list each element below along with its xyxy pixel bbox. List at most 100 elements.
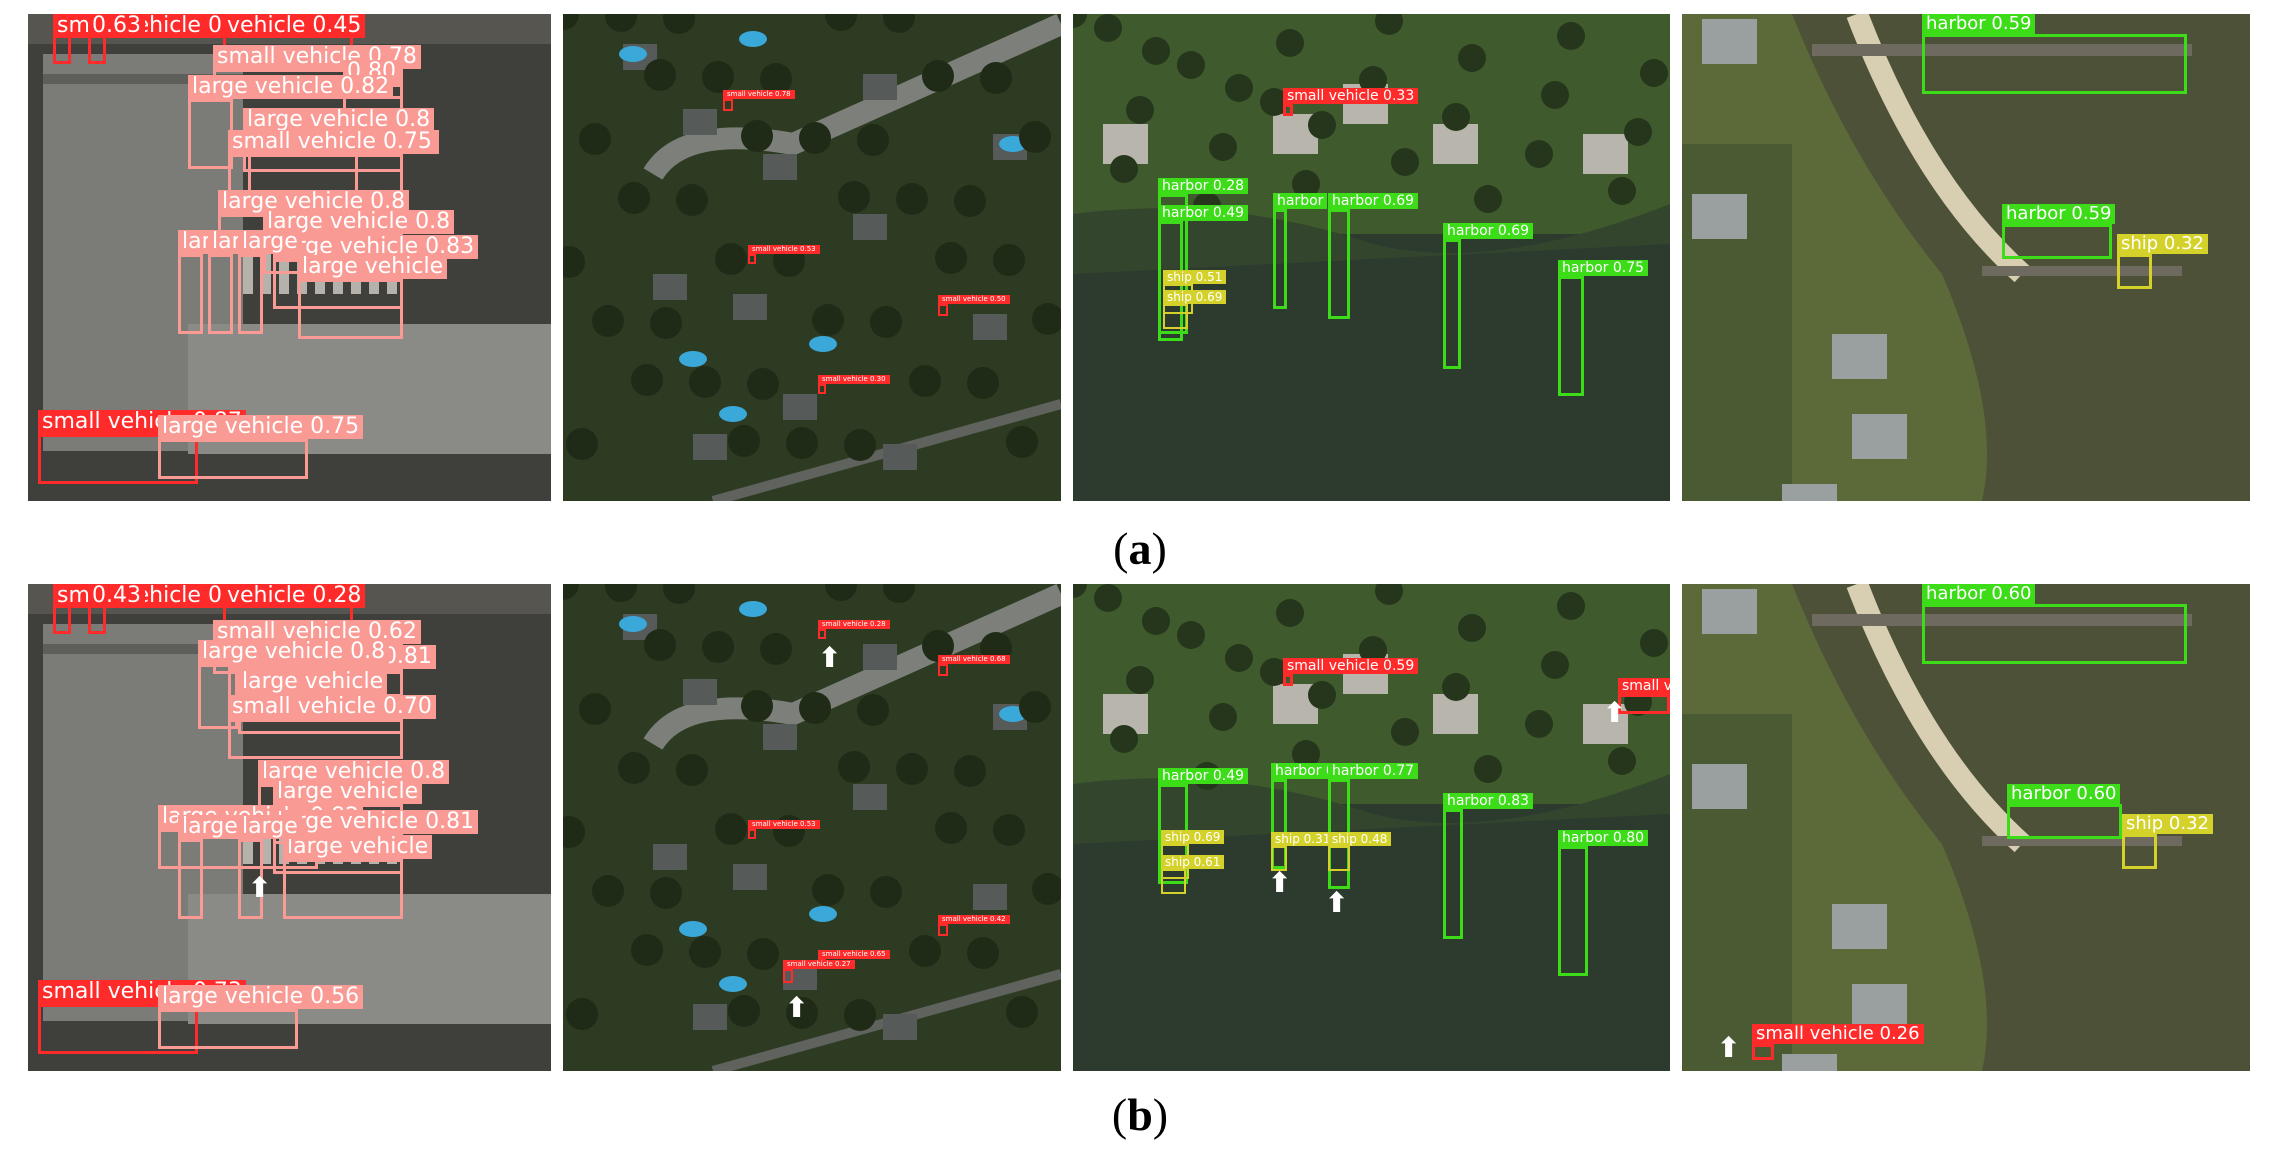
detection-label: ship 0.48 [1328,832,1392,846]
detection-label: harbor 0.75 [1558,260,1649,276]
large-vehicle-detection-box [158,439,308,479]
detection-label: ship 0.69 [1163,290,1227,304]
detection-label: ship 0.51 [1163,270,1227,284]
detection-label: large vehicle [273,780,423,804]
harbor-detection-box [1558,276,1584,396]
large-vehicle-detection-box [178,839,203,919]
small-vehicle-detection-box [38,434,198,484]
caption-b: (b) [1111,1089,1169,1140]
detection-label: large vehicle 0.82 [188,75,394,99]
detection-label: 0.43 [88,584,145,608]
detection-label: small vehicle 0.65 [818,950,890,959]
arrow-up-icon: ⬆ [1717,1031,1741,1064]
detection-label: harbor 0.28 [1158,178,1249,194]
large-vehicle-detection-box [158,1009,298,1049]
detection-label: small vehicle 0.33 [1283,88,1419,104]
pier [1812,614,2192,626]
road [643,584,1061,751]
lake-aerial-scene [1073,584,1670,1071]
detection-label: small vehicle 0.59 [1283,658,1419,674]
small-vehicle-detection-box [938,304,948,316]
detection-label: large vehicle [298,255,448,279]
arrow-up-icon: ⬆ [248,871,272,904]
detection-label: harbor 0.80 [1558,830,1649,846]
large-vehicle-detection-box [283,859,403,919]
detection-label: large vehicle 0.8 [243,108,435,132]
detection-label: small vehicle 0.30 [818,375,890,384]
detection-label: harbor 0.49 [1158,205,1249,221]
ship-detection-box [2122,834,2157,869]
large-vehicle-detection-box [228,154,358,194]
pier [1812,44,2192,56]
beach [1846,14,2030,283]
ship-detection-box [1163,304,1188,329]
harbor-detection-box [1922,604,2187,664]
small-vehicle-detection-box [1752,1044,1774,1060]
detection-label: ship 0.61 [1161,855,1225,869]
detection-label: small vehicle 0.42 [938,915,1010,924]
arrow-up-icon: ⬆ [785,991,809,1024]
detection-label: harbor 0.69 [1443,223,1534,239]
detection-label: harbor 0.69 [1328,193,1419,209]
shore-aerial-scene [1682,584,2250,1071]
small-vehicle-detection-box [818,384,826,394]
detection-label: small vehicle 0.75 [228,130,436,154]
detection-label: vehicle 0.28 [223,584,366,608]
small-vehicle-detection-box [1283,104,1293,116]
arrow-up-icon: ⬆ [1603,696,1627,729]
detection-label: large vehicle 0.81 [273,810,479,834]
road [643,14,1061,181]
detection-label: small vehicle 0.28 [818,620,890,629]
small-vehicle-detection-box [938,924,948,936]
detection-label: large vehicle 0.56 [158,985,364,1009]
detection-label: large vehicle 0.8 [198,640,390,664]
caption-letter: b [1127,1089,1153,1140]
small-vehicle-detection-box [723,99,733,111]
large-vehicle-detection-box [238,254,263,334]
shore-aerial-scene [1682,14,2250,501]
large-vehicle-detection-box [188,99,233,169]
detection-label: harbor 0.60 [1922,584,2036,604]
harbor-detection-box [1328,209,1350,319]
detection-label: harbor 0.77 [1328,763,1419,779]
large-vehicle-detection-box [228,719,403,759]
harbor-detection-box [2002,224,2112,259]
detection-label: harbor 0.59 [1922,14,2036,34]
pier [1982,266,2182,276]
detection-label: small vehicle 0.53 [748,820,820,829]
beach [1846,584,2030,853]
detection-label: 0.63 [88,14,145,38]
detection-label: large [178,815,242,839]
caption-letter: a [1128,523,1152,574]
detection-label: harbor [1273,193,1328,209]
small-vehicle-detection-box [783,969,793,983]
detection-label: small vehicle 0.26 [1752,1024,1924,1044]
small-vehicle-detection-box [748,254,756,264]
large-vehicle-detection-box [178,254,203,334]
detection-label: harbor 0.83 [1443,793,1534,809]
detection-label: harbor 0.59 [2002,204,2116,224]
detection-label: small vehicle 0.53 [748,245,820,254]
detection-label: small vehicle 0.50 [938,295,1010,304]
detection-label: ship 0.32 [2117,234,2209,254]
small-vehicle-detection-box [38,1004,198,1054]
ship-detection-box [1161,869,1186,894]
ship-detection-box [1271,846,1287,871]
detection-label: ship 0.69 [1161,830,1225,844]
ship-detection-box [2117,254,2152,289]
detection-label: small vehicle 0.70 [228,695,436,719]
harbor-detection-box [1558,846,1588,976]
detection-label: harbor 0.49 [1158,768,1249,784]
small-vehicle-detection-box [1618,694,1670,714]
detection-label: large [238,815,302,839]
detection-label: large vehicle [283,835,433,859]
large-vehicle-detection-box [298,279,403,339]
harbor-detection-box [1273,209,1287,309]
small-vehicle-detection-box [818,629,826,639]
